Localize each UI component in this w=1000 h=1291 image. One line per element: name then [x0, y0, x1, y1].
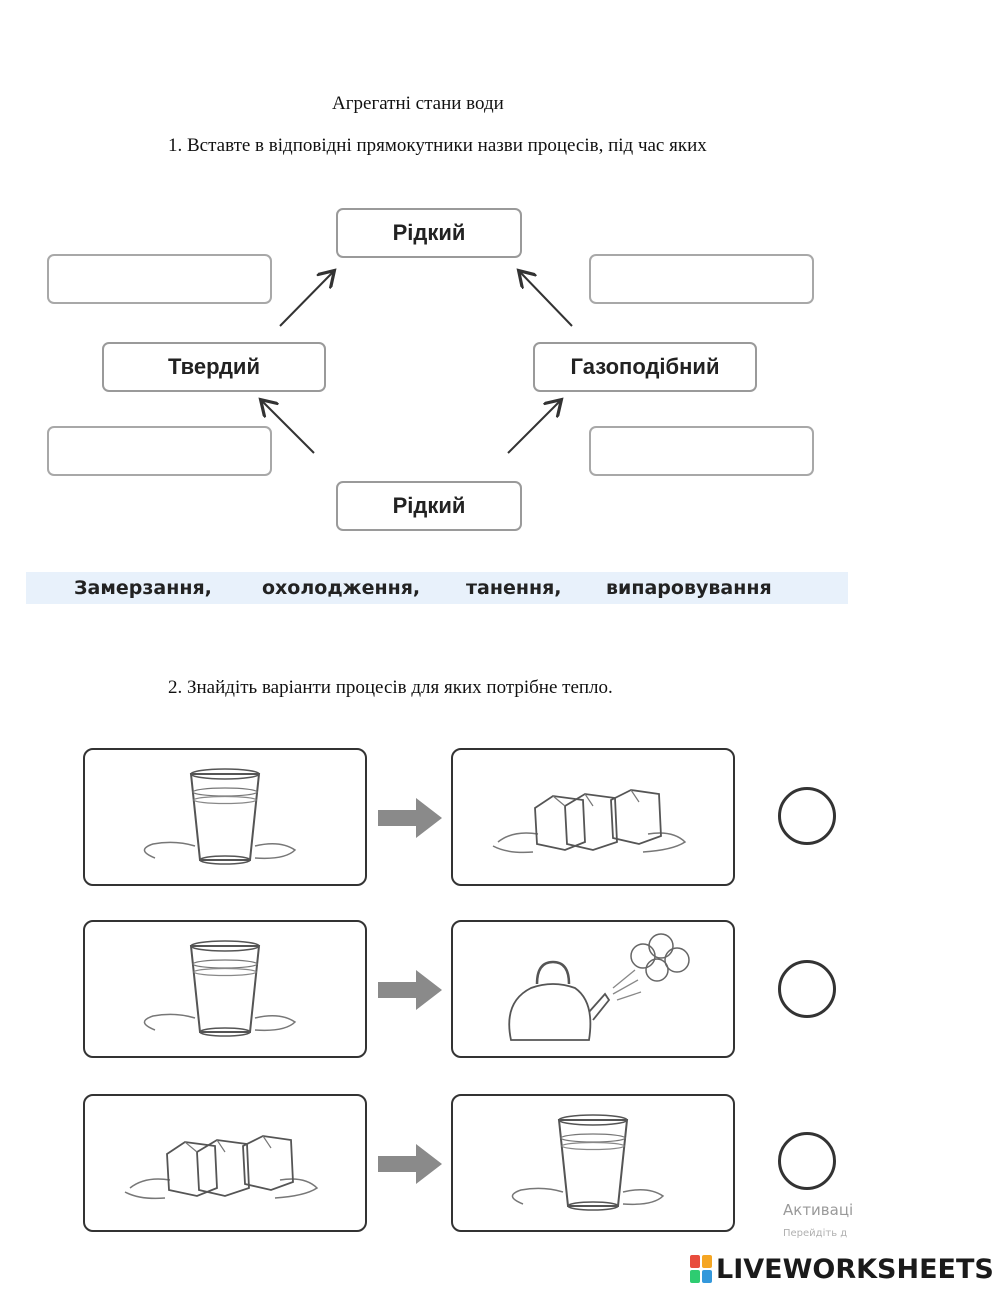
page-title: Агрегатні стани води	[332, 93, 504, 114]
answer-box-bottom-right[interactable]	[589, 426, 814, 476]
task-1-instruction: 1. Вставте в відповідні прямокутники наз…	[168, 135, 707, 156]
windows-activate-text: Активаці	[783, 1201, 854, 1219]
row2-right-card	[451, 920, 735, 1058]
row3-right-card	[451, 1094, 735, 1232]
word-cooling: охолодження,	[262, 577, 421, 599]
diagram-arrows	[0, 0, 573, 454]
liveworksheets-brand: LIVEWORKSHEETS	[716, 1253, 994, 1285]
arrow-liquid-to-gas	[507, 401, 560, 454]
liveworksheets-logo-icon	[690, 1255, 712, 1283]
answer-box-top-left[interactable]	[47, 254, 272, 304]
ice-cubes-icon	[124, 1135, 319, 1200]
windows-activate-subtext: Перейдіть д	[783, 1228, 848, 1239]
state-liquid-bottom: Рідкий	[336, 481, 522, 531]
glass-of-water-icon	[143, 940, 297, 1037]
liveworksheets-watermark: LIVEWORKSHEETS	[690, 1252, 1000, 1286]
word-freezing: Замерзання,	[74, 577, 212, 599]
answer-circle-1[interactable]	[778, 787, 836, 845]
task-2-instruction: 2. Знайдіть варіанти процесів для яких п…	[168, 677, 613, 698]
arrow-gas-to-liquid	[520, 272, 573, 327]
word-evaporation: випаровування	[606, 577, 772, 599]
glass-of-water-icon	[511, 1114, 665, 1211]
state-solid: Твердий	[102, 342, 326, 392]
answer-circle-3[interactable]	[778, 1132, 836, 1190]
word-bank: Замерзання, охолодження, танення, випаро…	[26, 572, 848, 604]
answer-box-bottom-left[interactable]	[47, 426, 272, 476]
process-arrow-icon	[378, 970, 442, 1010]
row1-right-card	[451, 748, 735, 886]
arrow-solid-to-liquid	[279, 272, 333, 327]
answer-circle-2[interactable]	[778, 960, 836, 1018]
glass-of-water-icon	[143, 768, 297, 865]
state-gas: Газоподібний	[533, 342, 757, 392]
kettle-steam-icon	[508, 933, 690, 1041]
row1-left-card	[83, 748, 367, 886]
state-liquid-top: Рідкий	[336, 208, 522, 258]
word-melting: танення,	[466, 577, 562, 599]
answer-box-top-right[interactable]	[589, 254, 814, 304]
row2-left-card	[83, 920, 367, 1058]
arrow-liquid-to-solid	[262, 401, 315, 454]
ice-cubes-icon	[492, 789, 687, 854]
row3-left-card	[83, 1094, 367, 1232]
process-arrow-icon	[378, 1144, 442, 1184]
process-arrow-icon	[378, 798, 442, 838]
